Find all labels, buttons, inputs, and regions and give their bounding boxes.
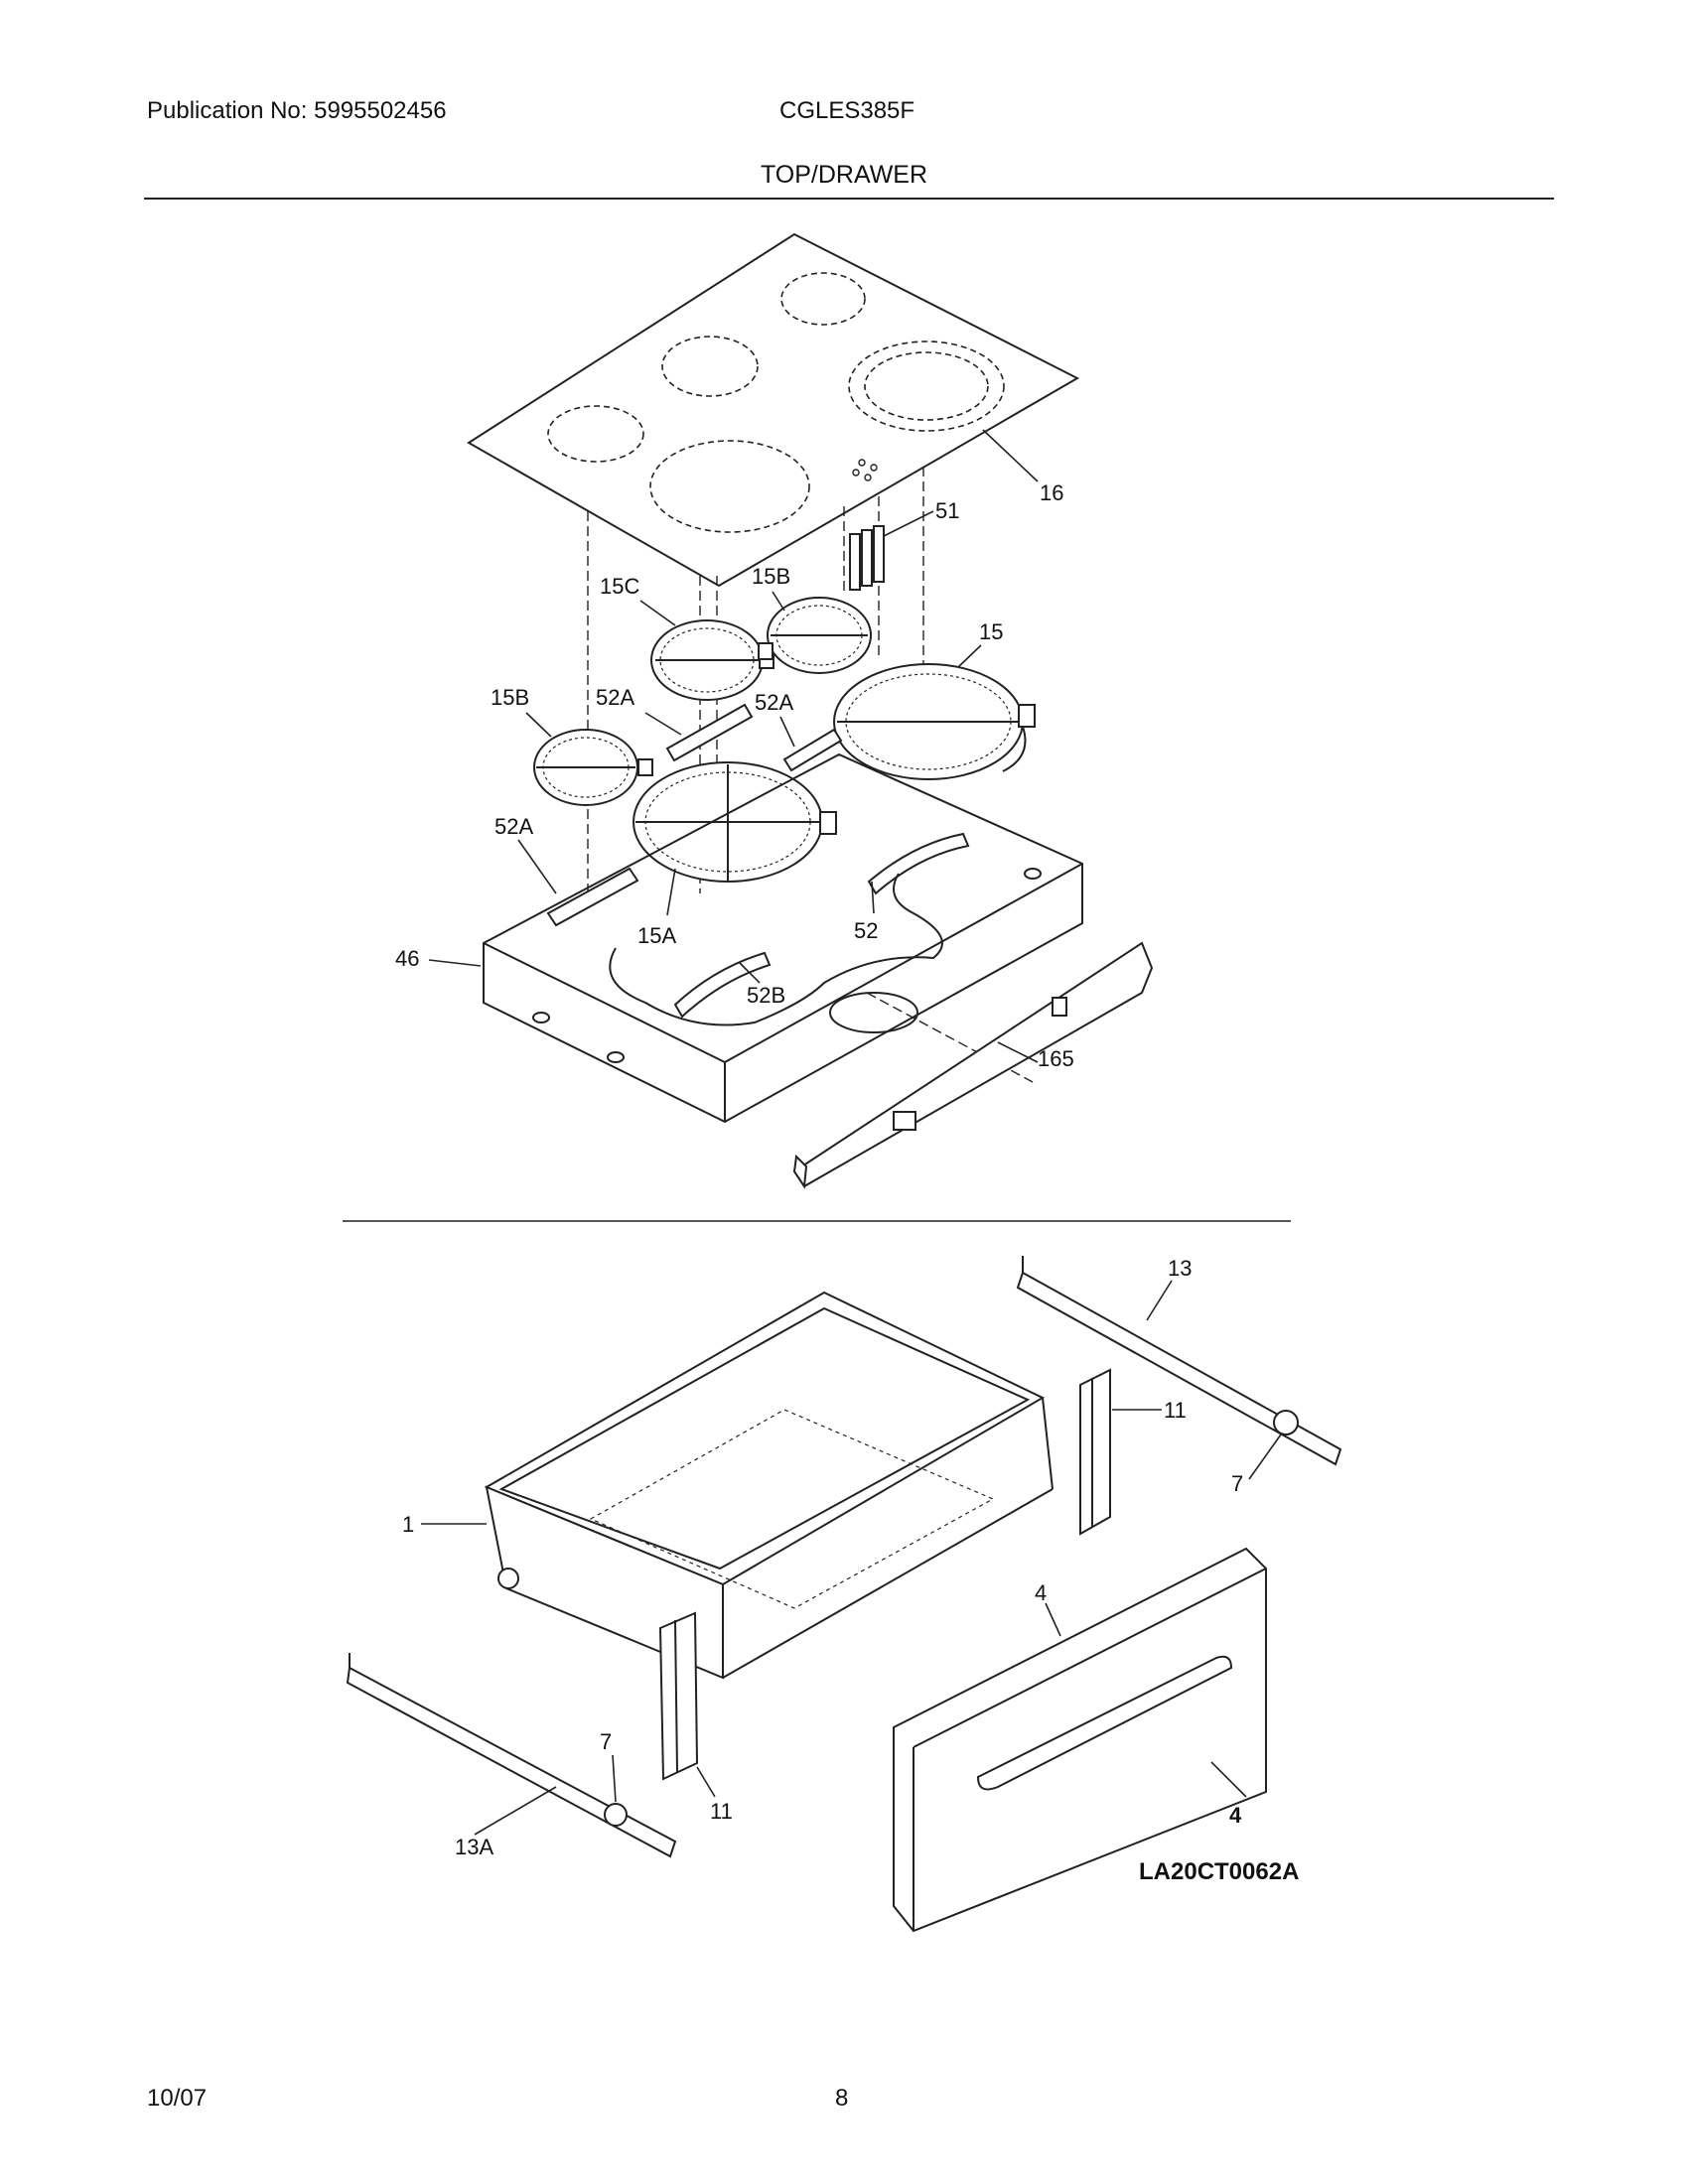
drawer-body bbox=[484, 1291, 1054, 1680]
burner-element-15a bbox=[633, 761, 837, 883]
callout-15b-top: 15B bbox=[752, 564, 790, 589]
bracket-52a-1 bbox=[665, 703, 754, 762]
bracket-52a-3 bbox=[546, 867, 639, 927]
leader-lines bbox=[421, 429, 1282, 1836]
drawer-slide-left bbox=[658, 1611, 699, 1781]
burner-element-15b-left bbox=[533, 729, 653, 806]
callout-11-right: 11 bbox=[1164, 1398, 1187, 1423]
publication-number: Publication No: 5995502456 bbox=[147, 97, 447, 124]
callout-1: 1 bbox=[402, 1512, 414, 1537]
model-number: CGLES385F bbox=[779, 97, 915, 124]
front-bracket-165 bbox=[792, 941, 1154, 1189]
callout-46: 46 bbox=[395, 946, 419, 971]
burner-element-15b-top bbox=[758, 597, 872, 674]
callout-11-left: 11 bbox=[710, 1799, 733, 1824]
section-title: TOP/DRAWER bbox=[760, 161, 928, 189]
callout-13a: 13A bbox=[455, 1835, 493, 1859]
callout-7-right: 7 bbox=[1231, 1471, 1243, 1496]
burner-element-15 bbox=[833, 663, 1036, 780]
footer-date: 10/07 bbox=[147, 2085, 208, 2112]
burner-box bbox=[483, 752, 1083, 1124]
page-number: 8 bbox=[835, 2085, 849, 2112]
callout-15a: 15A bbox=[637, 923, 676, 948]
callout-15b-left: 15B bbox=[491, 685, 529, 710]
callout-52a-2: 52A bbox=[755, 690, 793, 715]
callout-52a-3: 52A bbox=[494, 814, 533, 839]
callout-13: 13 bbox=[1168, 1256, 1192, 1281]
callout-15c: 15C bbox=[600, 574, 639, 599]
header-rule bbox=[144, 198, 1554, 200]
bracket-52 bbox=[867, 832, 970, 895]
glass-cooktop bbox=[467, 232, 1080, 588]
burner-element-15c bbox=[650, 619, 774, 701]
callout-16: 16 bbox=[1040, 480, 1063, 505]
callout-4-top: 4 bbox=[1035, 1580, 1047, 1605]
callout-52a-1: 52A bbox=[596, 685, 634, 710]
drawer-front-panel bbox=[893, 1547, 1267, 1933]
callout-7-left: 7 bbox=[600, 1729, 612, 1754]
callout-4-bottom: 4 bbox=[1229, 1803, 1242, 1828]
callout-51: 51 bbox=[935, 498, 959, 523]
rail-13 bbox=[1016, 1256, 1342, 1466]
drawer-slide-right bbox=[1079, 1368, 1111, 1536]
diagram-code: LA20CT0062A bbox=[1139, 1858, 1299, 1885]
rail-13a bbox=[346, 1653, 677, 1858]
callout-165: 165 bbox=[1038, 1046, 1074, 1071]
callout-15: 15 bbox=[979, 619, 1003, 644]
callout-52b: 52B bbox=[747, 983, 785, 1008]
switch-assembly bbox=[849, 525, 885, 591]
bracket-52a-2 bbox=[782, 728, 843, 772]
callout-52: 52 bbox=[854, 918, 878, 943]
